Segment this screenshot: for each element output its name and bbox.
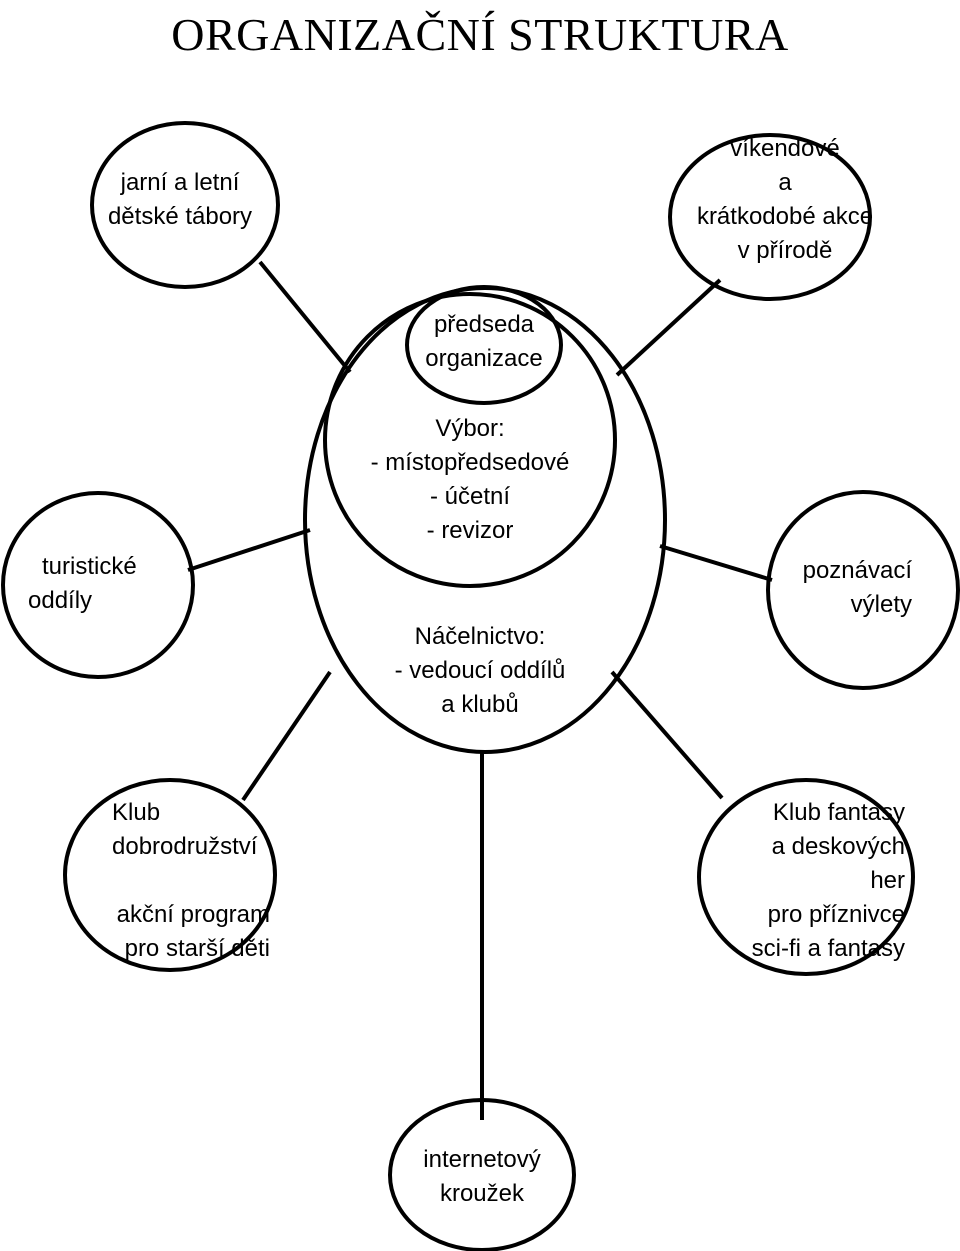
turisticke-ellipse: [1, 491, 195, 679]
poznavaci-ellipse: [766, 490, 960, 690]
vybor-label: Výbor: - místopředsedové - účetní - revi…: [370, 415, 570, 544]
internet-ellipse: [388, 1098, 576, 1251]
connector-tabory: [258, 260, 352, 374]
page-title: ORGANIZAČNÍ STRUKTURA: [171, 9, 789, 60]
connector-klub-dobr: [241, 670, 332, 802]
predseda-ellipse: [405, 285, 563, 405]
vybor-ellipse: [323, 292, 617, 588]
nacelnictvo-label: Náčelnictvo: - vedoucí oddílů a klubů: [394, 623, 566, 718]
connector-turisticke: [187, 528, 311, 572]
klub-dobr-ellipse: [63, 778, 277, 972]
connector-poznavaci: [659, 544, 773, 582]
connector-vikendove: [615, 278, 722, 377]
klub-dobr-desc: akční program pro starší děti: [116, 901, 270, 962]
klub-dobr-title: Klub dobrodružství: [112, 799, 258, 860]
turisticke-label: turistické oddíly: [28, 553, 137, 614]
klub-fantasy-ellipse: [697, 778, 915, 976]
klub-fantasy-label: Klub fantasy a deskových her pro přízniv…: [751, 799, 905, 962]
predseda-label: předseda organizace: [425, 311, 543, 372]
vikendove-label: víkendové a krátkodobé akce v přírodě: [696, 135, 874, 264]
vikendove-ellipse: [668, 133, 872, 301]
tabory-label: jarní a letní dětské tábory: [107, 169, 253, 230]
connector-klub-fantasy: [610, 670, 724, 800]
internet-label: internetový kroužek: [423, 1146, 541, 1207]
poznavaci-label: poznávací výlety: [802, 557, 912, 618]
tabory-ellipse: [90, 121, 280, 289]
